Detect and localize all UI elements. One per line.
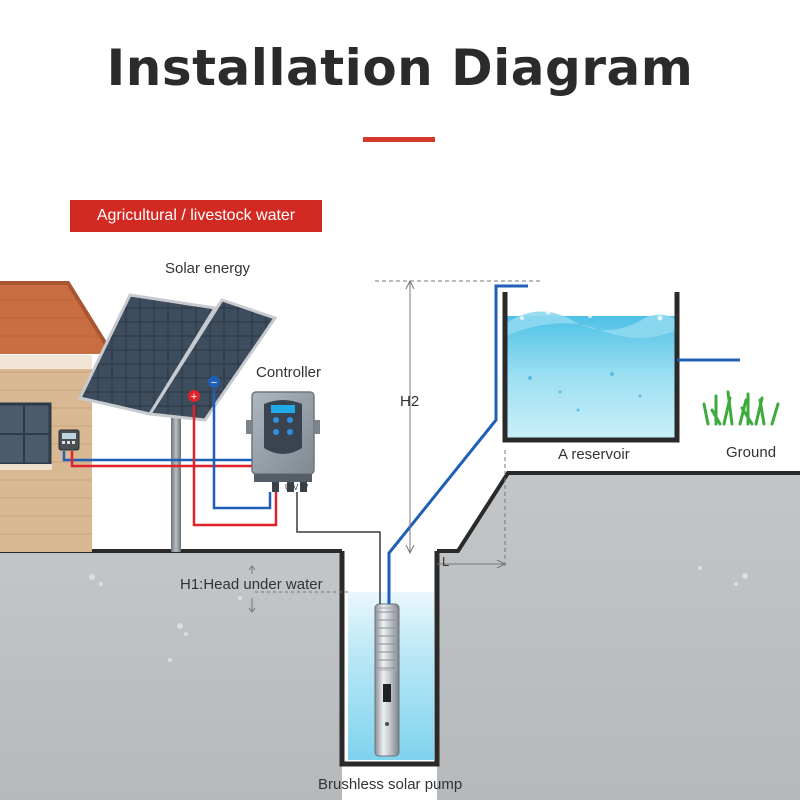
submersible-pump bbox=[374, 603, 400, 757]
controller-unit bbox=[246, 391, 320, 492]
l-label: L bbox=[442, 554, 450, 569]
l-dimension bbox=[437, 450, 507, 569]
h1-label: H1:Head under water bbox=[180, 576, 323, 593]
well-walls bbox=[339, 551, 440, 767]
grass-icon bbox=[702, 390, 780, 426]
delivery-pipe bbox=[387, 284, 528, 604]
solar-energy-label: Solar energy bbox=[165, 260, 251, 277]
ground-label: Ground bbox=[726, 444, 777, 461]
negative-sign: − bbox=[211, 377, 217, 389]
negative-terminal-icon bbox=[208, 376, 220, 388]
h2-label: H2 bbox=[400, 393, 420, 410]
controller-label: Controller bbox=[256, 364, 322, 381]
positive-sign: + bbox=[191, 391, 197, 403]
title-underline bbox=[363, 137, 435, 142]
solar-panels bbox=[77, 293, 278, 552]
h1-dimension bbox=[248, 565, 348, 613]
ground-droplets bbox=[89, 566, 748, 662]
reservoir bbox=[502, 292, 740, 443]
uvw-label: U V W bbox=[285, 483, 309, 492]
application-badge: Agricultural / livestock water bbox=[70, 200, 322, 232]
page-title: Installation Diagram bbox=[106, 39, 694, 97]
wiring bbox=[62, 390, 278, 527]
ground bbox=[0, 551, 342, 800]
h2-dimension bbox=[375, 279, 540, 555]
reservoir-label: A reservoir bbox=[558, 446, 630, 463]
positive-terminal-icon bbox=[188, 390, 200, 402]
ground-right bbox=[437, 473, 800, 800]
pump-label: Brushless solar pump bbox=[318, 776, 463, 793]
pump-cable bbox=[296, 492, 381, 604]
farm-house bbox=[0, 281, 114, 552]
